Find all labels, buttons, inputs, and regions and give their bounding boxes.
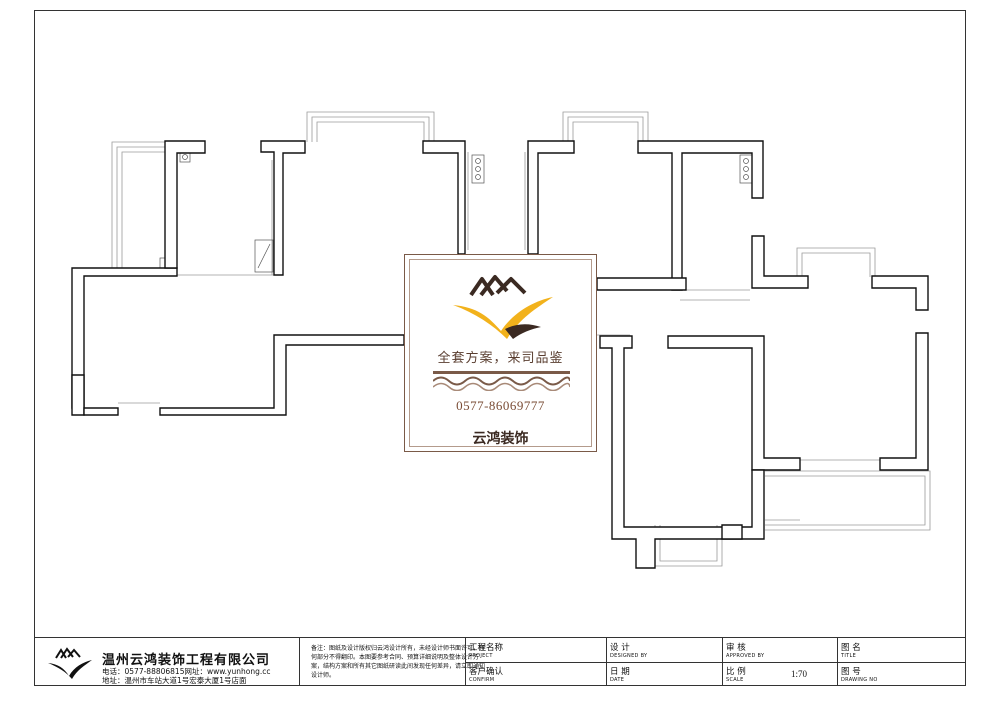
copyright-note: 备注：图纸及设计版权归云鸿设计所有，未经设计师书面许可，任何部分不得翻印。本图要…: [311, 645, 486, 679]
design-sub: DESIGNED BY: [610, 653, 648, 659]
company-phone-web: 电话：0577-88806815网址：www.yunhong.cc: [102, 667, 271, 676]
row-divider: [465, 662, 966, 663]
title-block: 温州云鸿装饰工程有限公司 电话：0577-88806815网址：www.yunh…: [34, 637, 966, 686]
divider-5: [837, 638, 838, 686]
approve-label: 审 核: [726, 643, 746, 653]
date-sub: DATE: [610, 677, 625, 683]
walls: [71, 140, 929, 569]
logo-slogan: 全套方案，来司品鉴: [437, 351, 564, 366]
divider-1: [299, 638, 300, 686]
company-logo-card: 全套方案，来司品鉴 0577-86069777 云鸿装饰: [404, 254, 597, 452]
divider-3: [606, 638, 607, 686]
scale-value: 1:70: [791, 669, 808, 679]
design-label: 设 计: [610, 643, 630, 653]
drawing-frame: [34, 10, 966, 686]
date-label: 日 期: [610, 667, 630, 677]
drawing-no-label: 图 号: [841, 667, 861, 677]
project-label: 工程名称: [469, 643, 504, 653]
approve-sub: APPROVED BY: [726, 653, 765, 659]
scale-sub: SCALE: [726, 677, 744, 683]
divider-4: [722, 638, 723, 686]
fixtures: [159, 151, 753, 273]
logo-brand-name: 云鸿装饰: [472, 431, 529, 447]
project-sub: PROJECT: [469, 653, 493, 659]
drawing-title-sub: TITLE: [841, 653, 857, 659]
company-name: 温州云鸿装饰工程有限公司: [102, 653, 271, 668]
floor-plan: [71, 111, 931, 569]
company-address: 地址：温州市车站大道1号宏泰大厦1号店面: [102, 676, 247, 685]
confirm-sub: CONFIRM: [469, 677, 495, 683]
ornament-pattern: [433, 371, 570, 391]
logo-card-inner-border: [409, 259, 592, 447]
drawing-title-label: 图 名: [841, 643, 861, 653]
confirm-label: 客户确认: [469, 667, 504, 677]
logo-phone: 0577-86069777: [456, 398, 545, 413]
company-logo-icon: [453, 275, 553, 339]
scale-label: 比 例: [726, 667, 746, 677]
title-block-logo-icon: [48, 647, 92, 679]
drawing-no-sub: DRAWING NO: [841, 677, 878, 683]
